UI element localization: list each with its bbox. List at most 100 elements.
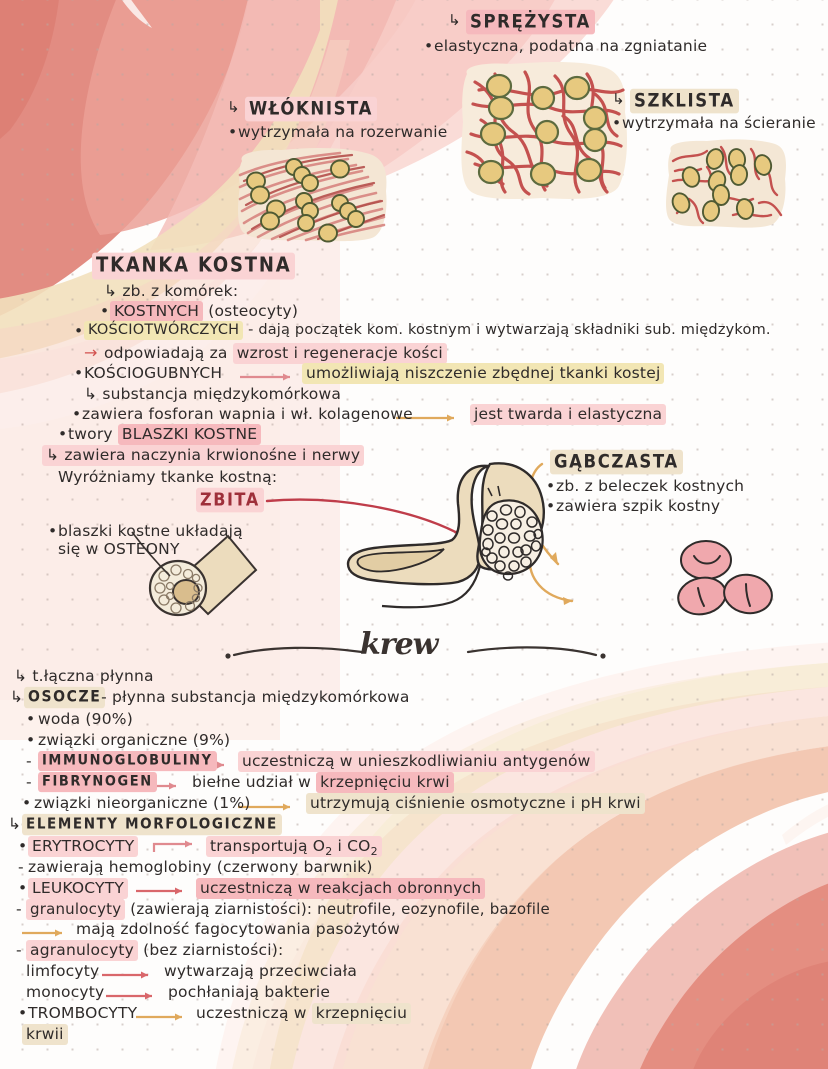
erythrocyte-bullet: •: [18, 837, 28, 855]
matrix-bullet-2: •: [58, 425, 68, 443]
granulocyte-line: granulocyty (zawierają ziarnistości): ne…: [26, 899, 550, 920]
osteoblast-rest: - dają początek kom. kostnym i wytwarzaj…: [243, 322, 771, 338]
fibrous-cartilage-diagram: [238, 148, 387, 243]
bone-tissue-heading-text: TKANKA KOSTNA: [92, 252, 296, 280]
thrombocyte-name: TROMBOCYTY: [28, 1004, 138, 1022]
matrix-property: jest twarda i elastyczna: [470, 404, 667, 425]
spongy-text-2: zawiera szpik kostny: [556, 497, 721, 515]
osteoblast-name: KOŚCIOTWÓRCZYCH: [84, 321, 244, 340]
bone-tissue-heading: TKANKA KOSTNA: [92, 252, 296, 280]
osteoblast-function-highlight: wzrost i regeneracje kości: [232, 343, 447, 364]
thrombocyte-arrow-icon: [136, 1013, 182, 1021]
spongy-bone-label-text: GĄBCZASTA: [550, 449, 683, 475]
fibrinogen-name: FIBRYNOGEN: [38, 771, 157, 793]
vessels-line: ↳ zawiera naczynia krwionośne i nerwy: [42, 445, 365, 466]
leukocyte-name-text: LEUKOCYTY: [28, 878, 129, 899]
compact-bone-desc-line1: blaszki kostne układają: [58, 522, 243, 540]
thrombocyte-bullet: •: [18, 1004, 28, 1022]
compact-bone-label-text: ZBITA: [196, 487, 264, 513]
blood-intro-line: ↳ t.łączna płynna: [14, 667, 154, 685]
hyaline-desc-bullet: •: [612, 114, 622, 132]
granulocyte-dash: -: [16, 900, 22, 918]
fibrinogen-dash: -: [26, 773, 32, 791]
immunoglobulin-function-highlight: uczestniczą w unieszkodliwianiu antygenó…: [238, 751, 595, 772]
granulocyte-name: granulocyty: [26, 899, 126, 920]
osteoblast-function-line: odpowiadają za wzrost i regeneracje kośc…: [104, 343, 447, 364]
osteoblast-bullet: •: [74, 322, 84, 340]
fibrous-heading-text: WŁÓKNISTA: [245, 96, 377, 122]
phagocytosis-arrow-icon: [22, 929, 62, 937]
bone-cells-line: ↳ zb. z komórek:: [104, 282, 239, 300]
lamellae-highlight: BLASZKI KOSTNE: [117, 424, 262, 445]
fibrinogen-function-pre: biełne udział w: [192, 773, 317, 791]
leukocyte-function: uczestniczą w reakcjach obronnych: [196, 878, 486, 899]
plasma-name: OSOCZE: [24, 686, 106, 709]
osteocyte-rest: (osteocyty): [203, 302, 299, 320]
spongy-text-1: zb. z beleczek kostnych: [556, 477, 745, 495]
leukocyte-bullet: •: [18, 879, 28, 897]
plasma-arrow-icon: ↳: [10, 688, 24, 706]
leukocyte-arrow-icon: [136, 887, 182, 895]
osteocyte-bullet: •: [100, 302, 110, 320]
spongy-bone-label: GĄBCZASTA: [550, 449, 683, 475]
hyaline-cartilage-heading: SZKLISTA: [630, 88, 739, 114]
spongy-bullet-1: •: [546, 477, 556, 495]
distinguish-line: Wyróżniamy tkanke kostną:: [58, 468, 278, 486]
plasma-component-0: woda (90%): [38, 710, 133, 728]
osteoclast-arrow-icon: [240, 373, 290, 381]
thrombocyte-function-cont-text: krwii: [22, 1024, 68, 1045]
phagocytosis-text: mają zdolność fagocytowania pasożytów: [76, 920, 401, 938]
plasma-component-bullet-0: •: [26, 710, 36, 728]
erythrocyte-name: ERYTROCYTY: [28, 836, 139, 857]
elastic-cartilage-diagram: [461, 62, 627, 200]
morphological-arrow-icon: ↳: [8, 815, 22, 833]
immunoglobulin-function: uczestniczą w unieszkodliwianiu antygenó…: [238, 751, 595, 772]
fibrous-desc-bullet: •: [228, 123, 238, 141]
thrombocyte-function: uczestniczą w krzepnięciu: [196, 1003, 412, 1024]
erythrocyte-function-highlight: transportują O2 i CO2: [206, 836, 382, 858]
agranulocyte-line: agranulocyty (bez ziarnistości):: [26, 940, 284, 961]
elastic-cartilage-heading: SPRĘŻYSTA: [466, 9, 595, 35]
leukocyte-name: LEUKOCYTY: [28, 878, 129, 899]
thrombocyte-function-pre: uczestniczą w: [196, 1004, 312, 1022]
inorganic-text: związki nieorganiczne (1%): [34, 794, 256, 812]
osteoblast-line: KOŚCIOTWÓRCZYCH - dają początek kom. kos…: [84, 321, 771, 340]
matrix-composition-text: zawiera fosforan wapnia i wł. kolagenowe: [82, 405, 419, 423]
hyaline-arrow-icon: ↳: [612, 90, 625, 108]
plasma-name-text: OSOCZE: [24, 686, 106, 709]
inorganic-bullet: •: [22, 794, 32, 812]
leukocyte-function-highlight: uczestniczą w reakcjach obronnych: [196, 878, 486, 899]
erythrocyte-arrow-icon: [152, 840, 192, 852]
osteoclast-name: KOŚCIOGUBNYCH: [84, 364, 223, 382]
fibrinogen-function: biełne udział w krzepnięciu krwi: [192, 772, 454, 793]
elastic-heading-text: SPRĘŻYSTA: [466, 9, 595, 35]
inorganic-function: utrzymują ciśnienie osmotyczne i pH krwi: [306, 793, 645, 814]
agranulocyte-rest: (bez ziarnistości):: [138, 941, 284, 959]
immunoglobulin-name-text: IMMUNOGLOBULINY: [38, 750, 217, 772]
osteoblast-arrow-icon: →: [84, 343, 98, 362]
page-title: krew: [360, 627, 439, 662]
hyaline-cartilage-diagram: [666, 139, 786, 228]
agranulocyte-dash: -: [16, 941, 22, 959]
lamellae-line: twory BLASZKI KOSTNE: [68, 424, 262, 445]
osteocyte-line: KOSTNYCH (osteocyty): [110, 301, 299, 322]
plasma-component-1: związki organiczne (9%): [38, 731, 231, 749]
morphological-heading-text: ELEMENTY MORFOLOGICZNE: [22, 813, 282, 836]
thrombocyte-function-cont: krwii: [22, 1024, 68, 1045]
agranulocyte-name: agranulocyty: [26, 940, 138, 961]
spongy-bullet-2: •: [546, 497, 556, 515]
granulocyte-rest: (zawierają ziarnistości): neutrofile, eo…: [125, 900, 550, 918]
lymphocyte-name: limfocyty: [26, 962, 100, 980]
osteoclast-function: umożliwiają niszczenie zbędnej tkanki ko…: [302, 363, 665, 384]
compact-bone-desc-line2: się w OSTEONY: [58, 540, 180, 558]
elastic-desc-bullet: •: [424, 37, 434, 55]
matrix-property-highlight: jest twarda i elastyczna: [470, 404, 667, 425]
lymphocyte-arrow-icon: [102, 971, 148, 979]
osteoclast-bullet: •: [74, 364, 84, 382]
hemoglobin-dash: -: [18, 858, 24, 876]
hyaline-cartilage-desc: wytrzymała na ścieranie: [622, 114, 816, 132]
erythrocyte-function: transportują O2 i CO2: [206, 836, 382, 858]
inorganic-function-highlight: utrzymują ciśnienie osmotyczne i pH krwi: [306, 793, 645, 814]
elastic-arrow-icon: ↳: [448, 11, 461, 29]
